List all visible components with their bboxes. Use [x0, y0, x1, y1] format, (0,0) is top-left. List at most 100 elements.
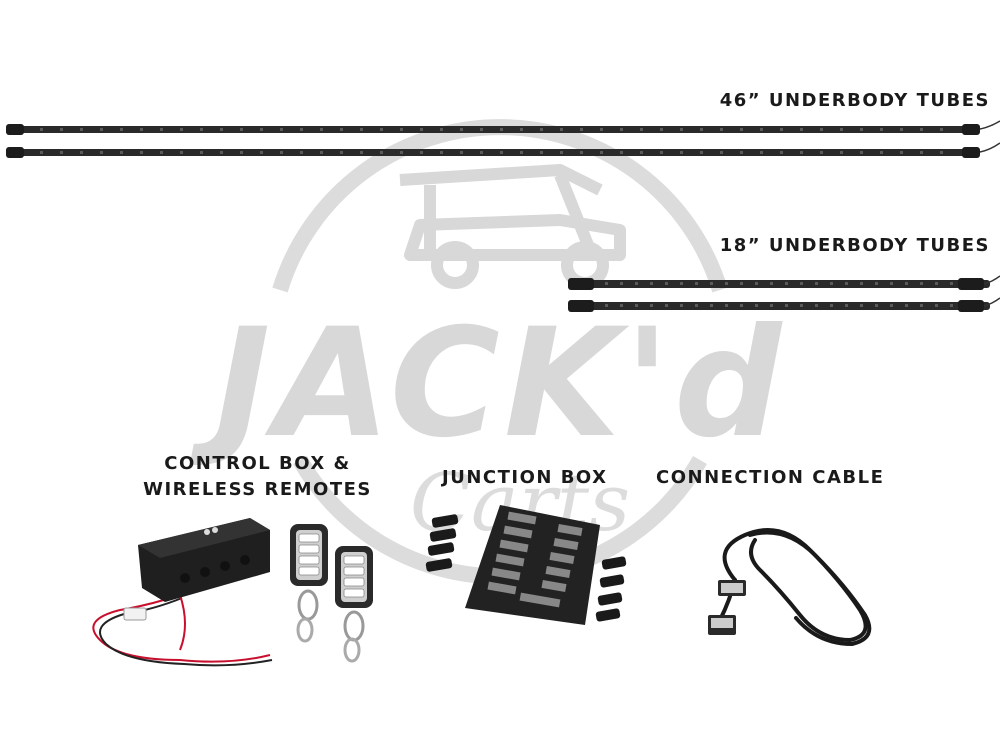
led-dot [420, 128, 423, 131]
led-dot [950, 304, 953, 307]
led-dot [920, 151, 923, 154]
led-dot [900, 151, 903, 154]
led-dot [635, 304, 638, 307]
tubes-18-group [568, 275, 1000, 312]
led-dot [540, 128, 543, 131]
led-dot [600, 128, 603, 131]
led-dot [160, 151, 163, 154]
led-dot [605, 304, 608, 307]
connection-cable [708, 528, 872, 647]
led-dot [600, 151, 603, 154]
watermark-brand-text: JACK'd [190, 297, 786, 471]
led-dot [800, 304, 803, 307]
label-junction-box: JUNCTION BOX [442, 467, 608, 488]
led-dot [880, 151, 883, 154]
led-dot [740, 304, 743, 307]
led-dot [695, 282, 698, 285]
wireless-remote-1 [290, 524, 328, 643]
control-box-wires [92, 594, 273, 667]
led-dot [200, 151, 203, 154]
junction-box-group [425, 505, 627, 625]
led-dot [180, 151, 183, 154]
tube-18-leds [605, 282, 953, 307]
led-dot [180, 128, 183, 131]
led-dot [520, 128, 523, 131]
tube-46-top [6, 120, 1000, 135]
led-dot [815, 282, 818, 285]
led-dot [680, 151, 683, 154]
wireless-remote-2 [335, 546, 373, 663]
led-dot [800, 282, 803, 285]
led-dot [680, 128, 683, 131]
led-dot [120, 128, 123, 131]
led-dot [240, 128, 243, 131]
led-dot [860, 282, 863, 285]
led-dot [905, 304, 908, 307]
led-dot [950, 282, 953, 285]
led-dot [710, 304, 713, 307]
led-dot [260, 128, 263, 131]
tube-46-bottom [6, 142, 1000, 158]
led-dot [800, 128, 803, 131]
led-dot [580, 128, 583, 131]
led-dot [620, 151, 623, 154]
led-dot [400, 151, 403, 154]
led-dot [785, 282, 788, 285]
wire-connector [123, 607, 147, 621]
control-box-and-remotes [92, 518, 373, 667]
label-control-box-line2: WIRELESS REMOTES [143, 479, 372, 500]
led-dot [820, 128, 823, 131]
led-dot [845, 282, 848, 285]
led-dot [770, 282, 773, 285]
led-dot [875, 282, 878, 285]
led-dot [140, 151, 143, 154]
led-dot [780, 151, 783, 154]
led-dot [720, 128, 723, 131]
led-dot [650, 282, 653, 285]
led-dot [60, 151, 63, 154]
led-dot [940, 128, 943, 131]
led-dot [695, 304, 698, 307]
led-dot [920, 128, 923, 131]
led-dot [875, 304, 878, 307]
tube-18-top [568, 275, 1000, 290]
led-dot [720, 151, 723, 154]
led-dot [100, 128, 103, 131]
led-dot [830, 304, 833, 307]
led-dot [520, 151, 523, 154]
led-dot [240, 151, 243, 154]
led-dot [650, 304, 653, 307]
led-dot [340, 151, 343, 154]
led-dot [440, 151, 443, 154]
led-dot [60, 128, 63, 131]
led-dot [660, 151, 663, 154]
led-dot [340, 128, 343, 131]
led-dot [360, 151, 363, 154]
cable-connector-2 [708, 615, 736, 635]
led-dot [700, 151, 703, 154]
led-dot [680, 282, 683, 285]
led-dot [755, 282, 758, 285]
led-dot [755, 304, 758, 307]
led-dot [640, 128, 643, 131]
led-dot [260, 151, 263, 154]
led-dot [660, 128, 663, 131]
junction-box [465, 505, 600, 625]
led-dot [580, 151, 583, 154]
led-dot [840, 151, 843, 154]
led-dot [725, 282, 728, 285]
led-dot [740, 128, 743, 131]
led-dot [200, 128, 203, 131]
led-dot [620, 128, 623, 131]
tube-46-leds [40, 128, 943, 154]
led-dot [320, 151, 323, 154]
led-dot [80, 151, 83, 154]
led-dot [815, 304, 818, 307]
led-dot [700, 128, 703, 131]
tube-18-bottom [568, 297, 1000, 312]
led-dot [940, 151, 943, 154]
led-dot [785, 304, 788, 307]
led-dot [460, 151, 463, 154]
led-dot [500, 151, 503, 154]
